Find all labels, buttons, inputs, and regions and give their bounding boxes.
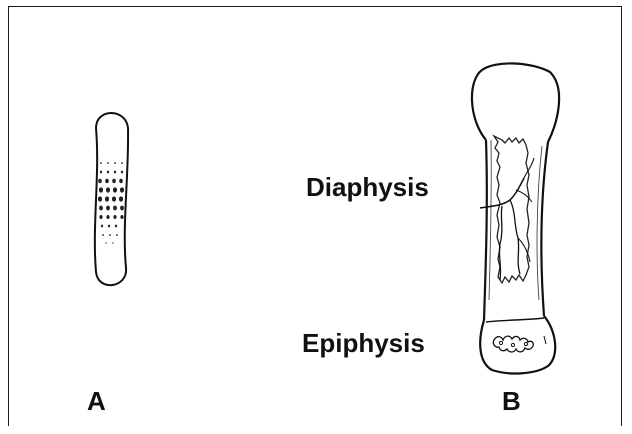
epiphysis-label: Epiphysis: [302, 328, 425, 359]
ossification-dot: [100, 171, 102, 174]
ossification-dot: [119, 196, 123, 201]
ossification-dot: [114, 171, 116, 174]
ossification-dot: [106, 187, 110, 192]
ossification-dot: [101, 225, 103, 228]
ossification-dot: [113, 206, 117, 211]
ossification-dot: [99, 206, 103, 211]
diaphysis-label: Diaphysis: [306, 172, 429, 203]
ossification-dot: [114, 162, 116, 164]
ossification-dot: [98, 179, 102, 183]
ossification-dot: [112, 196, 116, 201]
ossification-dot: [109, 234, 111, 236]
long-bone-b: [472, 63, 559, 373]
ossification-dot: [107, 171, 109, 174]
ossification-dot: [121, 162, 123, 164]
ossification-dot: [121, 171, 123, 174]
ossification-dot: [119, 179, 123, 183]
ossification-dot: [105, 179, 109, 183]
ossification-dot: [112, 179, 116, 183]
ossification-dot: [112, 242, 113, 244]
ossification-dot: [106, 206, 110, 211]
ossification-dot: [113, 187, 117, 192]
ossification-dot: [106, 215, 109, 219]
ossification-dot: [120, 187, 124, 192]
ossification-dot: [116, 234, 118, 236]
ossification-dot: [120, 215, 123, 219]
panel-b-label: B: [502, 386, 521, 417]
ossification-dot: [120, 206, 124, 211]
panel-a-label: A: [87, 386, 106, 417]
ossification-dot: [102, 234, 104, 236]
ossification-dot: [99, 187, 103, 192]
ossification-dot: [105, 242, 106, 244]
ossification-dot: [113, 215, 116, 219]
cartilage-model-a: [95, 113, 128, 285]
ossification-dot: [99, 215, 102, 219]
ossification-center-dots: [98, 162, 124, 244]
ossification-dot: [105, 196, 109, 201]
ossification-dot: [108, 225, 110, 228]
ossification-dot: [115, 225, 117, 228]
ossification-dot: [100, 162, 102, 164]
ossification-dot: [98, 196, 102, 201]
ossification-dot: [107, 162, 109, 164]
